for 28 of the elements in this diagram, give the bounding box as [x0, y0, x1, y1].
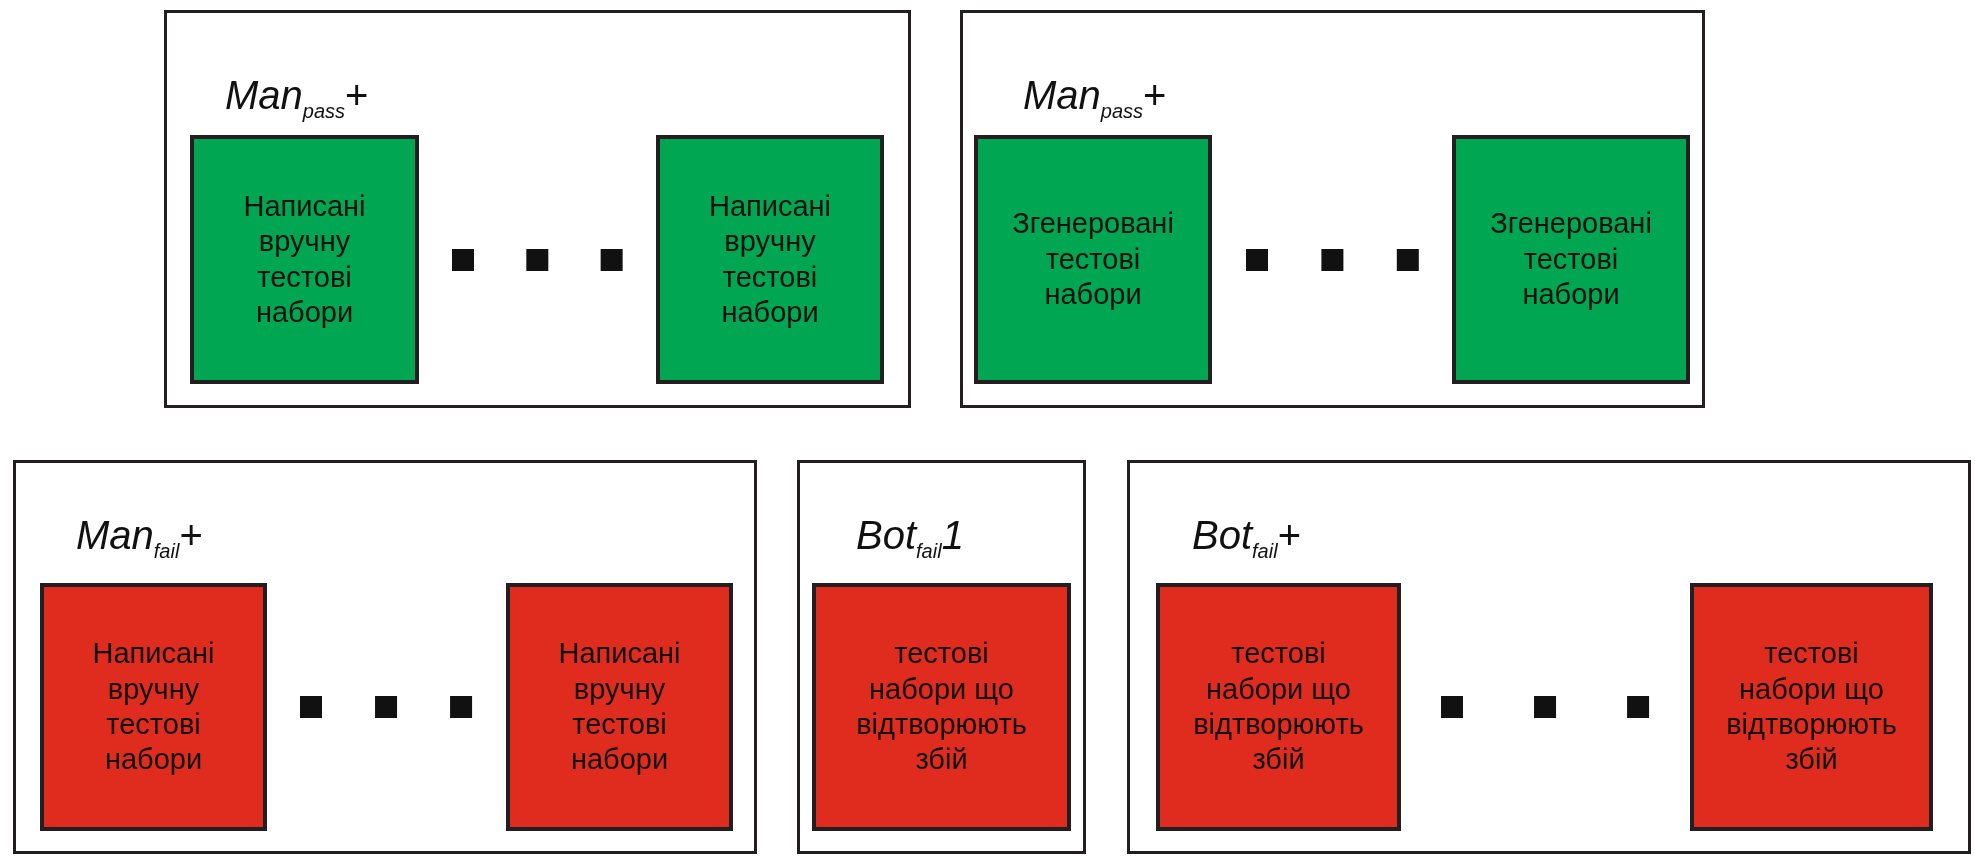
panel-heading: Bot$_{fail}$1	[856, 515, 964, 561]
box-label: Згенеровані тестові набори	[1490, 206, 1652, 313]
test-suite-box	[506, 583, 733, 831]
box-label: Згенеровані тестові набори	[1012, 206, 1174, 313]
box-label: тестові набори що відтворюють збій	[1193, 636, 1364, 778]
box-label: тестові набори що відтворюють збій	[856, 636, 1027, 778]
box-label: Написані вручну тестові набори	[558, 636, 681, 778]
test-suite-box	[656, 135, 884, 384]
group-panel	[797, 460, 1086, 854]
test-suite-box	[812, 583, 1071, 831]
box-label: Написані вручну тестові набори	[92, 636, 215, 778]
box-label: Написані вручну тестові набори	[243, 188, 366, 330]
group-panel	[164, 10, 911, 408]
panel-heading: Bot$_{fail}$+	[1192, 515, 1301, 561]
group-panel	[1127, 460, 1971, 854]
box-label: тестові набори що відтворюють збій	[1726, 636, 1897, 778]
test-suite-box	[974, 135, 1212, 384]
test-suite-box	[1156, 583, 1401, 831]
box-label: Написані вручну тестові набори	[708, 188, 832, 330]
group-panel	[13, 460, 757, 854]
test-suite-box	[1452, 135, 1690, 384]
group-panel	[960, 10, 1705, 408]
panel-heading: Man$_{pass}$+	[225, 75, 369, 121]
test-suite-box	[190, 135, 419, 384]
panel-heading: Man$_{pass}$+	[1023, 75, 1167, 121]
panel-heading: Man$_{fail}$+	[76, 515, 203, 561]
test-suite-box	[1690, 583, 1933, 831]
test-suite-box	[40, 583, 267, 831]
